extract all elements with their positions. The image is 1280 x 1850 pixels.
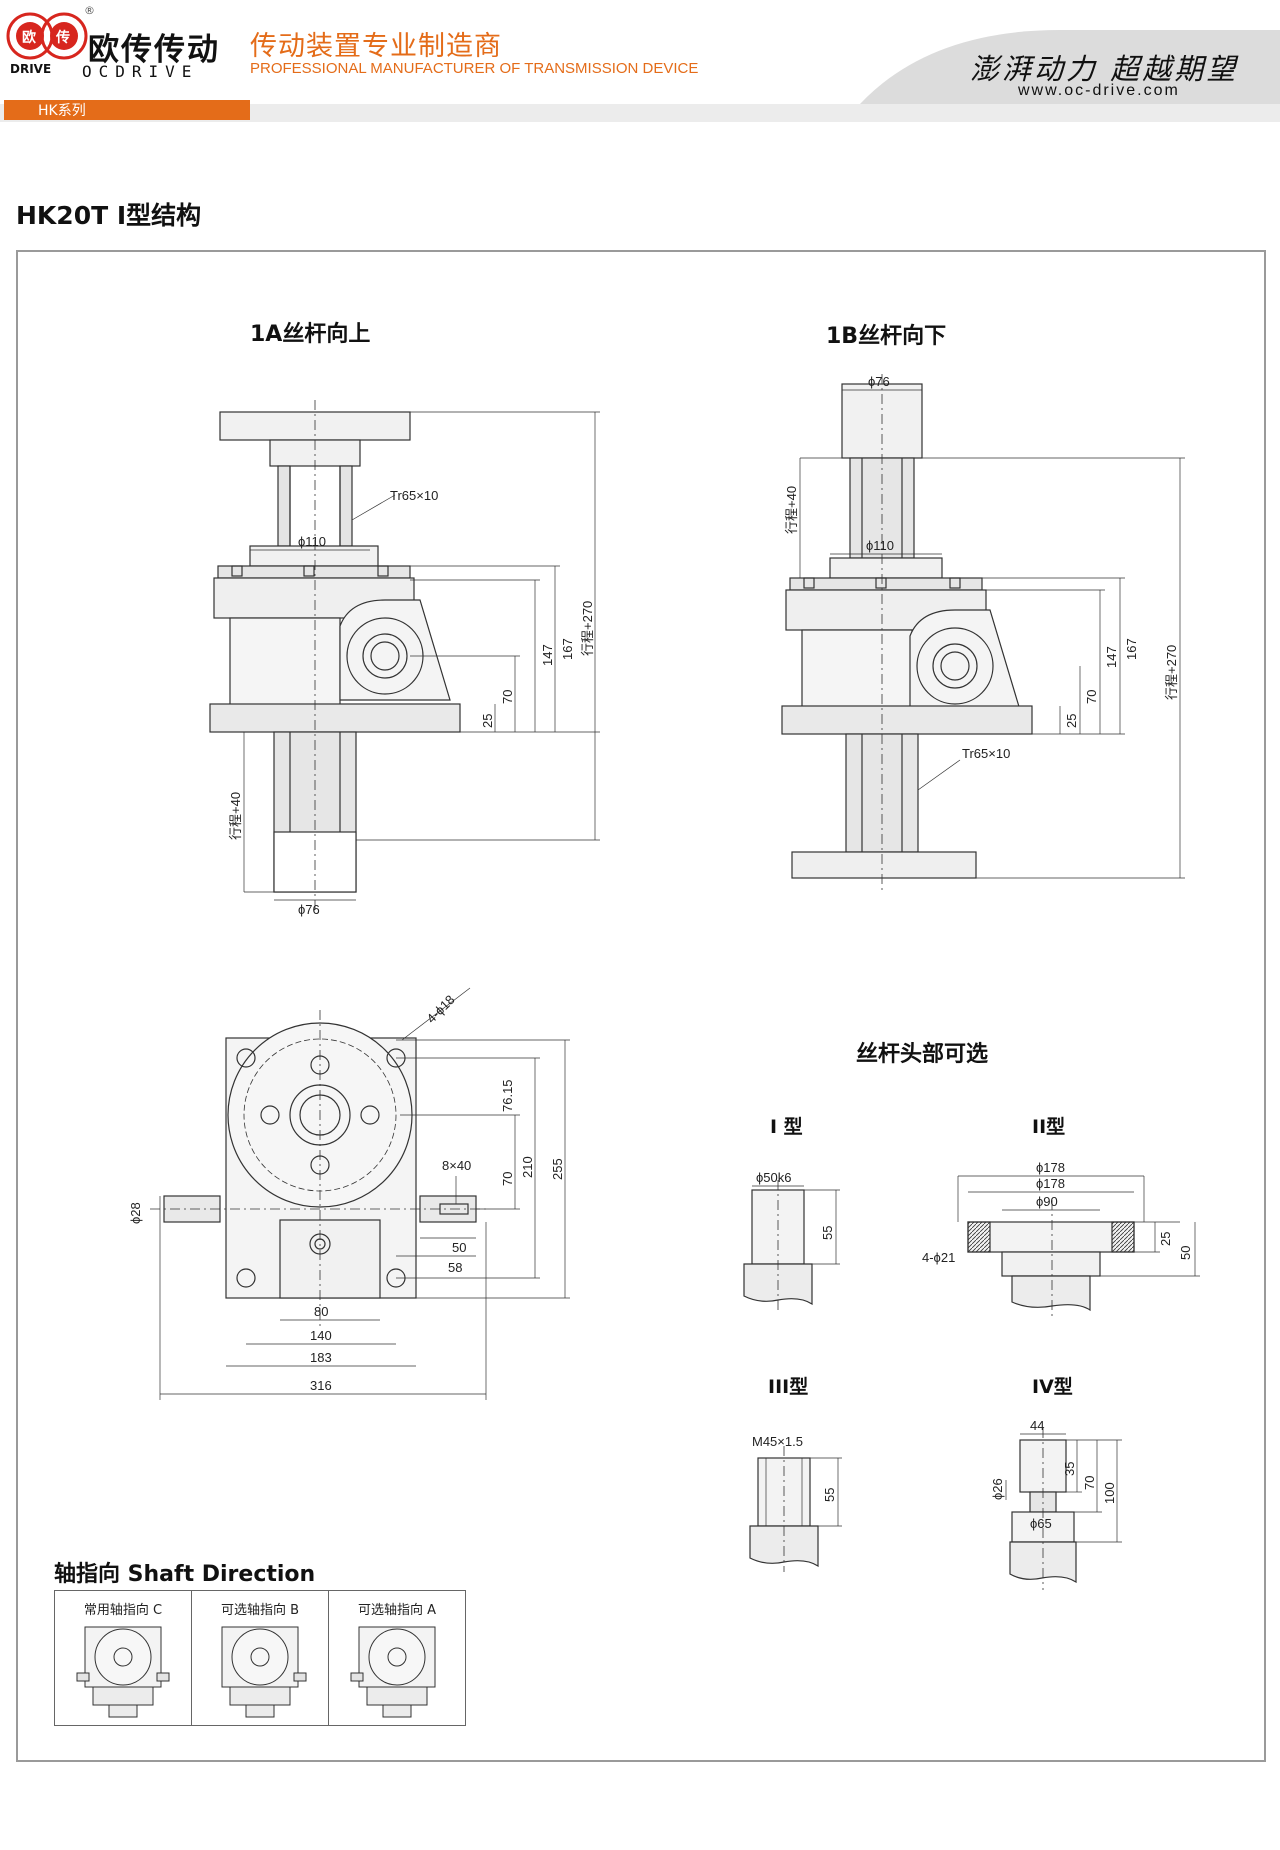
dim-1a-d76: ϕ76 <box>298 902 320 917</box>
dim-type2-d178b: ϕ178 <box>1036 1176 1065 1191</box>
dim-top-140: 140 <box>310 1328 332 1343</box>
shaft-c-icon <box>76 1626 170 1718</box>
view-1b-title: 1B丝杆向下 <box>826 324 947 349</box>
dim-1a-25: 25 <box>480 714 495 728</box>
dim-top-key: 8×40 <box>442 1158 471 1173</box>
dim-type4-d65: ϕ65 <box>1030 1516 1052 1531</box>
dim-1a-d110: ϕ110 <box>298 534 326 549</box>
dim-type2-holes: 4-ϕ21 <box>922 1250 955 1265</box>
dim-top-58: 58 <box>448 1260 462 1275</box>
logo-text-en: OCDRIVE <box>82 62 199 81</box>
shaft-direction-cell-b: 可选轴指向 B <box>192 1591 329 1725</box>
type-2-drawing <box>957 1175 1200 1316</box>
dim-top-255: 255 <box>550 1158 565 1180</box>
drawing-frame <box>16 250 1266 1762</box>
shaft-direction-label: 可选轴指向 B <box>220 1603 300 1618</box>
registered-mark: ® <box>84 4 95 17</box>
type-2-title: II型 <box>1032 1116 1066 1138</box>
dim-1a-stroke40: 行程+40 <box>228 792 243 840</box>
view-1b-drawing <box>781 374 1185 890</box>
dim-1b-167: 167 <box>1124 638 1139 660</box>
brand-logo-icon <box>6 12 88 60</box>
dim-1b-thread: Tr65×10 <box>962 746 1010 761</box>
logo-text-cn: 欧传传动 <box>88 32 220 68</box>
series-tab[interactable]: HK系列 <box>38 103 86 119</box>
type-1-drawing <box>743 1180 840 1310</box>
dim-top-210: 210 <box>520 1156 535 1178</box>
dim-top-50: 50 <box>452 1240 466 1255</box>
dim-type2-d90: ϕ90 <box>1036 1194 1058 1209</box>
dim-top-d28: ϕ28 <box>128 1202 143 1224</box>
dim-top-316: 316 <box>310 1378 332 1393</box>
dim-1a-147: 147 <box>540 644 555 666</box>
type-3-title: III型 <box>768 1376 809 1398</box>
dim-1a-167: 167 <box>560 638 575 660</box>
dim-type1-h: 55 <box>820 1226 835 1240</box>
logo-small-en: DRIVE <box>10 62 52 76</box>
dim-1b-147: 147 <box>1104 646 1119 668</box>
slogan-cn: 传动装置专业制造商 <box>250 31 502 62</box>
shaft-b-icon <box>221 1626 307 1718</box>
dim-type4-70: 70 <box>1082 1476 1097 1490</box>
dim-top-183: 183 <box>310 1350 332 1365</box>
series-tab-bg <box>4 100 250 120</box>
top-view-drawing <box>150 987 570 1400</box>
dim-type1-d: ϕ50k6 <box>756 1170 791 1185</box>
dim-type4-100: 100 <box>1102 1482 1117 1504</box>
view-1a-drawing <box>209 400 600 910</box>
company-motto: 澎湃动力 超越期望 <box>970 52 1239 86</box>
dim-1a-70: 70 <box>500 690 515 704</box>
shaft-direction-title: 轴指向 Shaft Direction <box>54 1562 316 1587</box>
dim-1b-d76: ϕ76 <box>868 374 890 389</box>
shaft-direction-cell-c: 常用轴指向 C <box>55 1591 192 1725</box>
type-3-drawing <box>749 1446 842 1572</box>
dim-type2-d178a: ϕ178 <box>1036 1160 1065 1175</box>
dim-1a-thread: Tr65×10 <box>390 488 438 503</box>
type-1-title: I 型 <box>770 1116 803 1138</box>
dim-type4-35: 35 <box>1062 1462 1077 1476</box>
head-options-title: 丝杆头部可选 <box>856 1042 989 1067</box>
shaft-direction-table: 常用轴指向 C 可选轴指向 B 可选轴指向 A <box>54 1590 466 1726</box>
shaft-direction-cell-a: 可选轴指向 A <box>329 1591 465 1725</box>
logo-badge-left: 欧 <box>22 30 36 46</box>
dim-top-80: 80 <box>314 1304 328 1319</box>
dim-type2-50: 50 <box>1178 1246 1193 1260</box>
shaft-direction-label: 可选轴指向 A <box>357 1603 437 1618</box>
dim-type2-25: 25 <box>1158 1232 1173 1246</box>
dim-1b-70: 70 <box>1084 690 1099 704</box>
dim-1b-stroke40: 行程+40 <box>784 486 799 534</box>
website-text: www.oc-drive.com <box>1018 82 1180 99</box>
dim-1b-25: 25 <box>1064 714 1079 728</box>
dim-1b-stroke270: 行程+270 <box>1164 645 1179 700</box>
shaft-a-icon <box>350 1626 436 1718</box>
dim-top-7615: 76.15 <box>500 1079 515 1112</box>
dim-type3-h: 55 <box>822 1488 837 1502</box>
page-title: HK20T I型结构 <box>16 201 202 230</box>
page-header: 欧 传 ® DRIVE 欧传传动 OCDRIVE 传动装置专业制造商 PROFE… <box>0 0 1280 122</box>
dim-top-holes: 4-ϕ18 <box>424 992 458 1026</box>
slogan-en: PROFESSIONAL MANUFACTURER OF TRANSMISSIO… <box>250 60 699 77</box>
type-4-drawing <box>1005 1428 1122 1590</box>
shaft-direction-label: 常用轴指向 C <box>83 1603 163 1618</box>
logo-badge-right: 传 <box>56 30 70 46</box>
dim-top-70: 70 <box>500 1172 515 1186</box>
header-graphics <box>0 12 1280 122</box>
dim-type3-thread: M45×1.5 <box>752 1434 803 1449</box>
type-4-title: IV型 <box>1032 1376 1073 1398</box>
view-1a-title: 1A丝杆向上 <box>250 322 371 347</box>
dim-1b-d110: ϕ110 <box>866 538 894 553</box>
dim-1a-stroke270: 行程+270 <box>580 601 595 656</box>
dim-type4-44: 44 <box>1030 1418 1044 1433</box>
dim-type4-d26: ϕ26 <box>990 1478 1005 1500</box>
